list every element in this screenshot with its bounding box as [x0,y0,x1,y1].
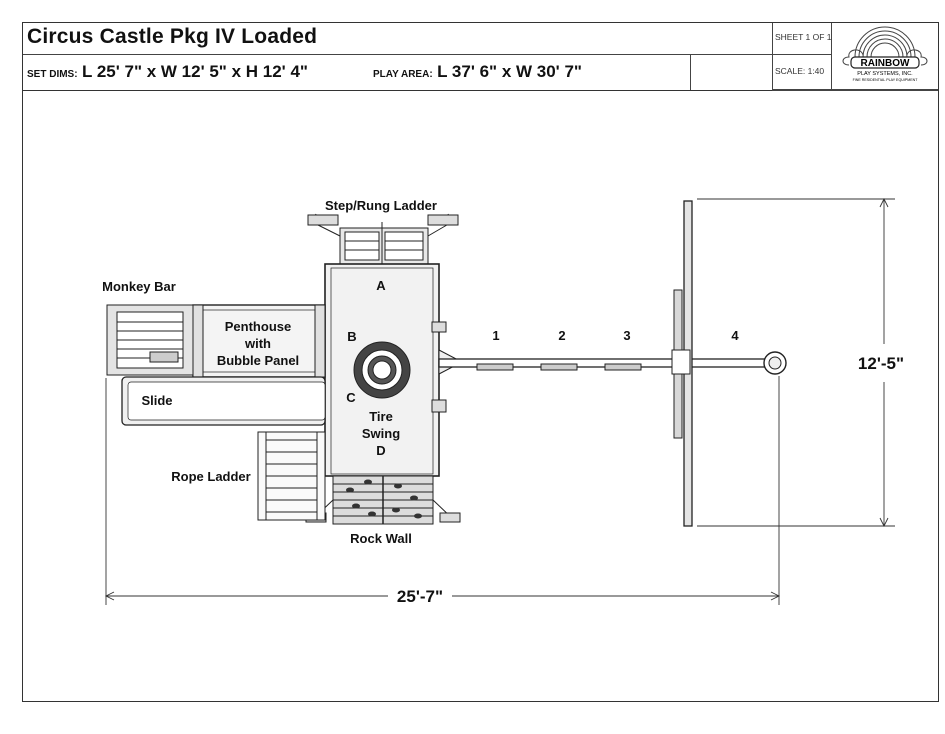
drawing-sheet: Circus Castle Pkg IV Loaded SET DIMS: L … [22,22,939,702]
logo-brand: RAINBOW [861,58,910,69]
position-b: B [347,329,356,344]
play-area-value: L 37' 6" x W 30' 7" [437,62,582,81]
rope-ladder [257,431,326,521]
scale: SCALE: 1:40 [775,66,825,76]
label-tire: Tire [369,409,393,424]
set-dims-value: L 25' 7" x W 12' 5" x H 12' 4" [82,62,308,81]
position-c: C [346,390,356,405]
dimension-lines [104,197,895,605]
label-penthouse-2: with [244,336,271,351]
set-dims: SET DIMS: L 25' 7" x W 12' 5" x H 12' 4" [27,62,308,82]
logo-line1: PLAY SYSTEMS, INC. [857,71,913,77]
label-penthouse-3: Bubble Panel [217,353,299,368]
label-penthouse-1: Penthouse [225,319,291,334]
position-d: D [376,443,385,458]
label-step-rung-ladder: Step/Rung Ladder [325,198,437,213]
label-slide: Slide [141,393,172,408]
drawing-title: Circus Castle Pkg IV Loaded [27,25,318,48]
title-block: Circus Castle Pkg IV Loaded [23,23,773,55]
rock-wall [305,475,461,525]
set-dims-label: SET DIMS: [27,69,78,80]
sheet-number: SHEET 1 OF 1 [775,32,832,42]
divider [772,54,831,55]
dimension-width: 12'-5" [858,354,904,373]
divider [772,89,938,91]
slide [121,376,326,426]
divider [772,23,773,90]
swing-beam [431,200,787,527]
step-rung-ladder [307,213,459,265]
swing-position-1: 1 [492,328,499,343]
label-monkey-bar: Monkey Bar [102,279,176,294]
label-rope-ladder: Rope Ladder [171,469,250,484]
rainbow-logo: RAINBOW PLAY SYSTEMS, INC. FINE RESIDENT… [842,26,928,82]
label-rock-wall: Rock Wall [350,531,412,546]
tire-swing [353,341,411,399]
divider [690,54,691,90]
dimensions-block: SET DIMS: L 25' 7" x W 12' 5" x H 12' 4"… [23,54,773,91]
monkey-bar [106,304,194,376]
position-a: A [376,278,386,293]
play-area-label: PLAY AREA: [373,69,433,80]
swing-position-3: 3 [623,328,630,343]
dimension-length: 25'-7" [397,587,443,606]
swing-position-2: 2 [558,328,565,343]
divider [831,23,832,90]
logo-line2: FINE RESIDENTIAL PLAY EQUIPMENT [853,78,919,82]
play-area: PLAY AREA: L 37' 6" x W 30' 7" [373,62,582,82]
swing-position-4: 4 [731,328,739,343]
label-swing: Swing [362,426,400,441]
